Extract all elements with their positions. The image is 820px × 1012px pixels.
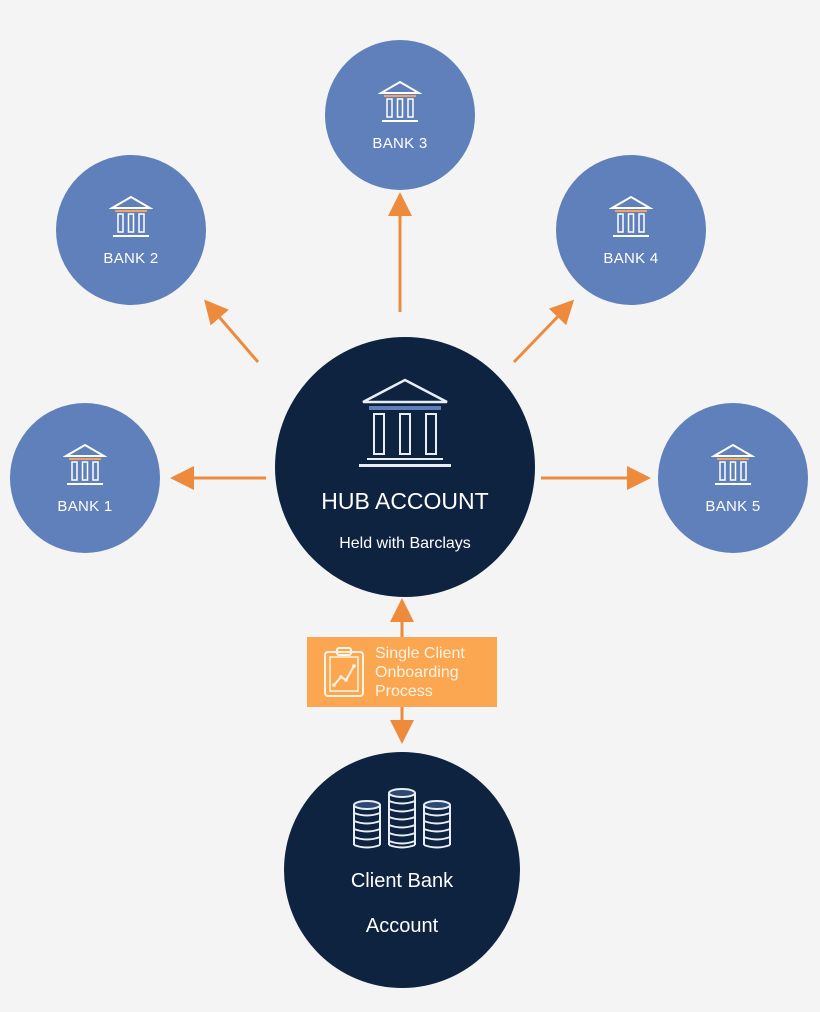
bank-1-node: BANK 1 [10,403,160,553]
coin-stacks-icon [353,788,451,849]
bank-label: BANK 3 [372,134,428,152]
bank-building-icon [359,378,451,467]
hub-account-node: HUB ACCOUNT Held with Barclays [275,337,535,597]
onboarding-process-box: Single Client Onboarding Process [307,637,497,707]
hub-subtitle: Held with Barclays [339,534,471,552]
bank-label: BANK 4 [603,249,659,267]
bank-building-icon [378,80,422,122]
client-line-2: Account [365,915,439,937]
bank-building-icon [609,195,653,237]
bank-5-node: BANK 5 [658,403,808,553]
bank-label: BANK 1 [57,497,113,515]
bank-building-icon [63,443,107,485]
bank-building-icon [711,443,755,485]
bank-label: BANK 5 [705,497,761,515]
bank-2-node: BANK 2 [56,155,206,305]
bank-4-node: BANK 4 [556,155,706,305]
onboarding-line-3: Process [375,682,433,700]
clipboard-chart-icon [324,647,364,697]
onboarding-line-1: Single Client [375,644,465,662]
bank-building-icon [109,195,153,237]
onboarding-line-2: Onboarding [375,663,459,681]
bank-label: BANK 2 [103,249,159,267]
client-line-1: Client Bank [350,870,454,892]
client-bank-account-node: Client Bank Account [284,752,520,988]
bank-3-node: BANK 3 [325,40,475,190]
hub-title: HUB ACCOUNT [321,487,489,514]
